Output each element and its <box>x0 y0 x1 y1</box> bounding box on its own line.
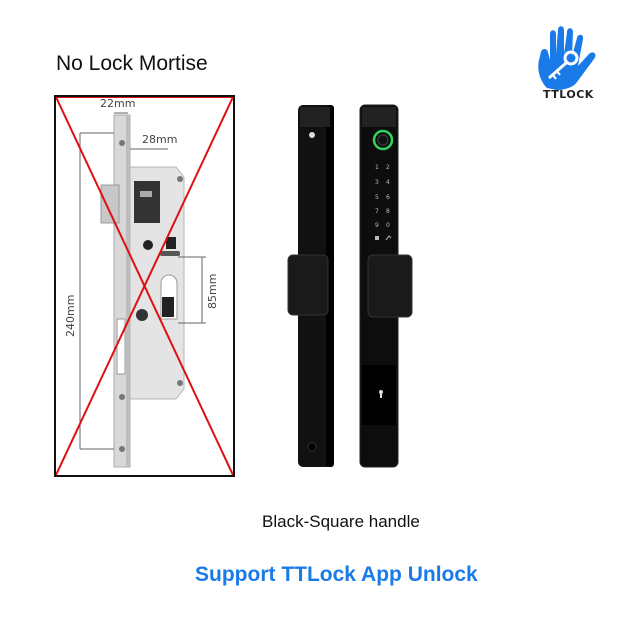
dim-240mm: 240mm <box>64 295 77 337</box>
fingerprint-sensor-icon <box>372 129 394 151</box>
hand-key-icon <box>538 26 596 90</box>
svg-text:3: 3 <box>375 179 379 186</box>
svg-text:0: 0 <box>386 222 390 229</box>
product-caption: Black-Square handle <box>262 512 420 531</box>
mortise-lock-illustration: 22mm 28mm 240mm 85mm <box>56 97 233 475</box>
svg-text:6: 6 <box>386 194 390 201</box>
app-support-banner: Support TTLock App Unlock <box>195 563 478 586</box>
dim-28mm: 28mm <box>142 133 177 146</box>
page-title: No Lock Mortise <box>56 52 208 75</box>
dim-22mm: 22mm <box>100 97 135 110</box>
dim-85mm: 85mm <box>206 274 219 309</box>
svg-text:5: 5 <box>375 194 379 201</box>
svg-text:8: 8 <box>386 208 390 215</box>
ttlock-logo <box>533 24 603 104</box>
bell-icon <box>375 236 379 240</box>
svg-text:2: 2 <box>386 164 390 171</box>
cross-line <box>56 97 233 475</box>
svg-text:7: 7 <box>375 208 379 215</box>
brand-label: TTLOCK <box>543 88 594 101</box>
svg-text:1: 1 <box>375 164 379 171</box>
svg-text:4: 4 <box>386 179 390 186</box>
mortise-image: 22mm 28mm 240mm 85mm <box>54 95 235 477</box>
lock-icon <box>385 235 392 241</box>
svg-text:9: 9 <box>375 222 379 229</box>
